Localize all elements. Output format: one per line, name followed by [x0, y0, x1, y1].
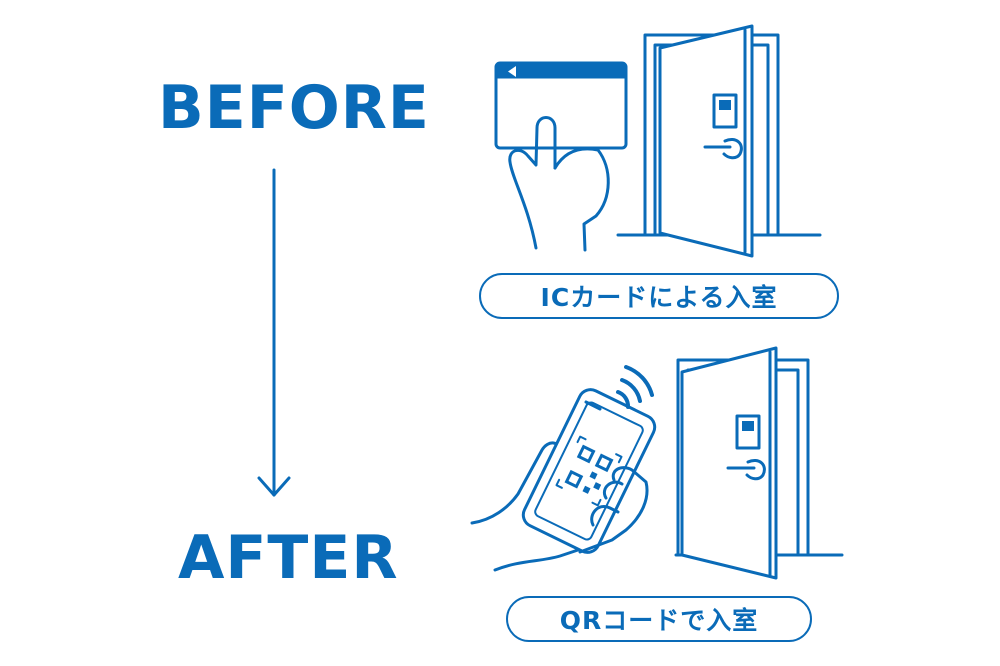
ic-card-icon [494, 61, 628, 150]
qr-code-caption: QRコードで入室 [506, 596, 812, 642]
ic-card-caption: ICカードによる入室 [479, 273, 839, 319]
before-label: BEFORE [158, 73, 430, 143]
after-label: AFTER [178, 523, 399, 593]
arrow-down-icon [257, 168, 291, 497]
qr-code-icon [555, 435, 623, 507]
wireless-signal-icon [616, 365, 654, 409]
door-icon [674, 346, 844, 580]
hand-icon [508, 116, 610, 252]
door-icon [616, 24, 822, 258]
hand-icon [578, 466, 649, 554]
smartphone-icon [521, 388, 657, 554]
